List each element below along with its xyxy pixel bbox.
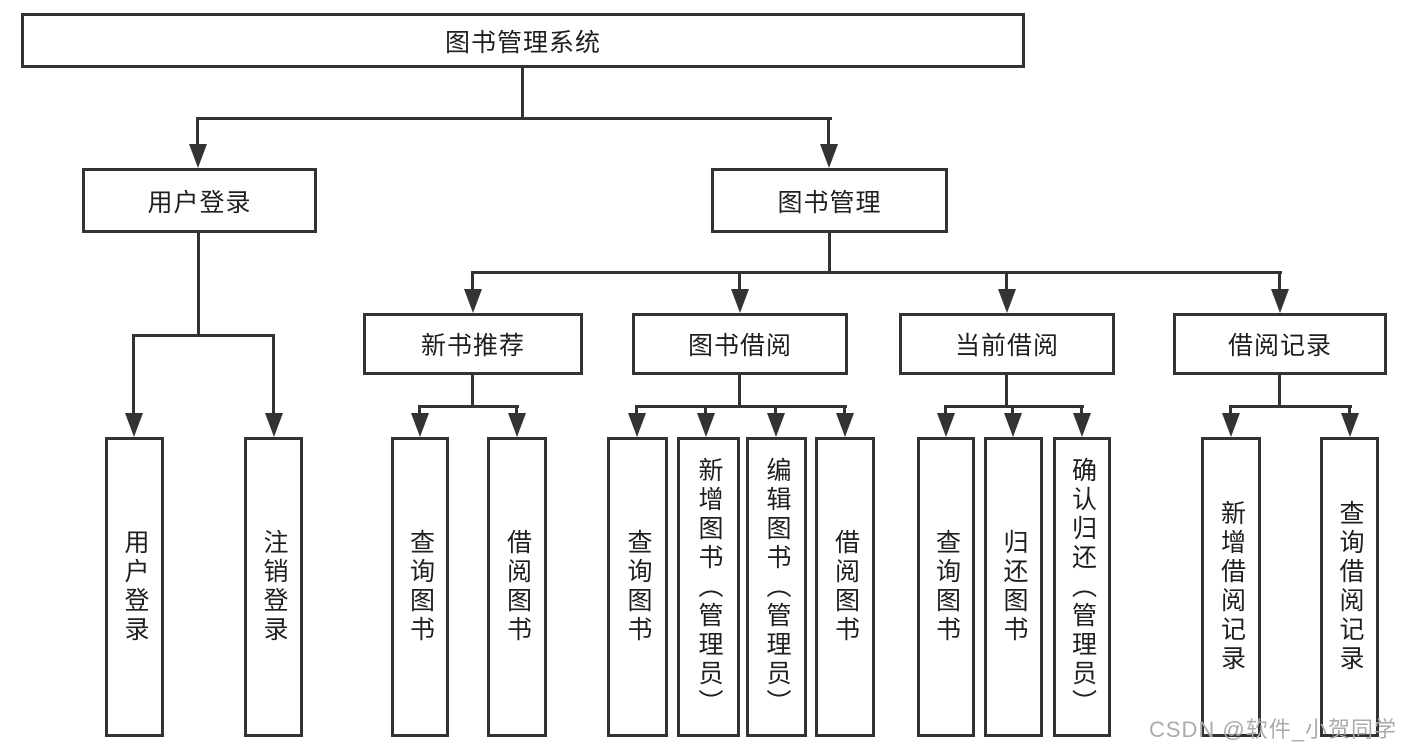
arrow-down-icon (1341, 413, 1359, 437)
leaf-user-login: 用户登录 (105, 437, 164, 737)
connector-line (1278, 271, 1281, 293)
arrow-down-icon (411, 413, 429, 437)
node-label: 当前借阅 (954, 332, 1059, 360)
leaf-query-books-current: 查询图书 (917, 437, 975, 737)
node-label: 新书推荐 (420, 332, 525, 360)
node-label: 查询借阅记录 (1336, 500, 1364, 674)
connector-line (418, 405, 519, 408)
node-label: 图书管理系统 (444, 28, 601, 57)
connector-line (418, 405, 421, 419)
leaf-edit-books-admin: 编辑图书（管理员） (746, 437, 807, 737)
connector-line (1229, 405, 1352, 408)
connector-line (827, 117, 830, 147)
node-label: 图书管理 (777, 188, 882, 217)
connector-line (196, 117, 199, 147)
arrow-down-icon (189, 144, 207, 168)
arrow-down-icon (731, 289, 749, 313)
arrow-down-icon (998, 289, 1016, 313)
arrow-down-icon (697, 413, 715, 437)
connector-line (132, 334, 275, 337)
arrow-down-icon (937, 413, 955, 437)
connector-line (704, 405, 707, 419)
connector-line (132, 334, 135, 416)
arrow-down-icon (125, 413, 143, 437)
arrow-down-icon (508, 413, 526, 437)
arrow-down-icon (1073, 413, 1091, 437)
connector-line (1011, 405, 1014, 419)
leaf-query-borrow-record: 查询借阅记录 (1320, 437, 1379, 737)
arrow-down-icon (767, 413, 785, 437)
connector-line (635, 405, 847, 408)
node-label: 新增借阅记录 (1217, 500, 1246, 674)
connector-line (635, 405, 638, 419)
node-label: 注销登录 (260, 529, 288, 645)
node-library-management-system: 图书管理系统 (21, 13, 1025, 68)
leaf-borrow-books-recommend: 借阅图书 (487, 437, 547, 737)
node-borrow-records: 借阅记录 (1173, 313, 1387, 375)
arrow-down-icon (265, 413, 283, 437)
node-current-borrowing: 当前借阅 (899, 313, 1115, 375)
arrow-down-icon (836, 413, 854, 437)
connector-line (944, 405, 947, 419)
node-book-management: 图书管理 (711, 168, 948, 233)
node-label: 用户登录 (121, 529, 149, 645)
connector-line (197, 117, 832, 120)
node-label: 新增图书（管理员） (695, 456, 723, 718)
node-label: 确认归还（管理员） (1068, 456, 1097, 718)
connector-line (1080, 405, 1083, 419)
node-label: 借阅记录 (1227, 332, 1332, 360)
connector-line (272, 334, 275, 416)
node-label: 借阅图书 (831, 529, 860, 645)
node-label: 查询图书 (406, 529, 435, 645)
leaf-confirm-return-admin: 确认归还（管理员） (1053, 437, 1111, 737)
arrow-down-icon (628, 413, 646, 437)
node-label: 用户登录 (147, 188, 252, 217)
leaf-return-books: 归还图书 (984, 437, 1043, 737)
leaf-query-books-recommend: 查询图书 (391, 437, 449, 737)
node-label: 归还图书 (1000, 529, 1028, 645)
connector-line (1278, 375, 1281, 408)
arrow-down-icon (1004, 413, 1022, 437)
arrow-down-icon (1271, 289, 1289, 313)
connector-line (944, 405, 1084, 408)
connector-line (521, 68, 524, 120)
connector-line (1348, 405, 1351, 419)
node-label: 查询图书 (932, 529, 961, 645)
connector-line (738, 375, 741, 408)
connector-line (471, 271, 474, 293)
leaf-query-books-borrowing: 查询图书 (607, 437, 668, 737)
leaf-logout: 注销登录 (244, 437, 303, 737)
arrow-down-icon (820, 144, 838, 168)
connector-line (471, 375, 474, 408)
connector-line (1229, 405, 1232, 419)
leaf-borrow-books: 借阅图书 (815, 437, 875, 737)
node-label: 查询图书 (624, 529, 652, 645)
arrow-down-icon (1222, 413, 1240, 437)
node-label: 编辑图书（管理员） (763, 456, 791, 718)
node-book-borrowing: 图书借阅 (632, 313, 848, 375)
leaf-add-books-admin: 新增图书（管理员） (677, 437, 740, 737)
node-user-login: 用户登录 (82, 168, 317, 233)
node-new-book-recommend: 新书推荐 (363, 313, 583, 375)
connector-line (843, 405, 846, 419)
connector-line (197, 233, 200, 336)
node-label: 借阅图书 (503, 529, 532, 645)
csdn-watermark: CSDN @软件_小贺同学 (1148, 717, 1397, 742)
leaf-add-borrow-record: 新增借阅记录 (1201, 437, 1261, 737)
node-label: 图书借阅 (687, 332, 792, 360)
connector-line (471, 271, 1282, 274)
connector-line (515, 405, 518, 419)
connector-line (1005, 271, 1008, 293)
connector-line (738, 271, 741, 293)
arrow-down-icon (464, 289, 482, 313)
connector-line (774, 405, 777, 419)
connector-line (828, 233, 831, 274)
connector-line (1005, 375, 1008, 408)
